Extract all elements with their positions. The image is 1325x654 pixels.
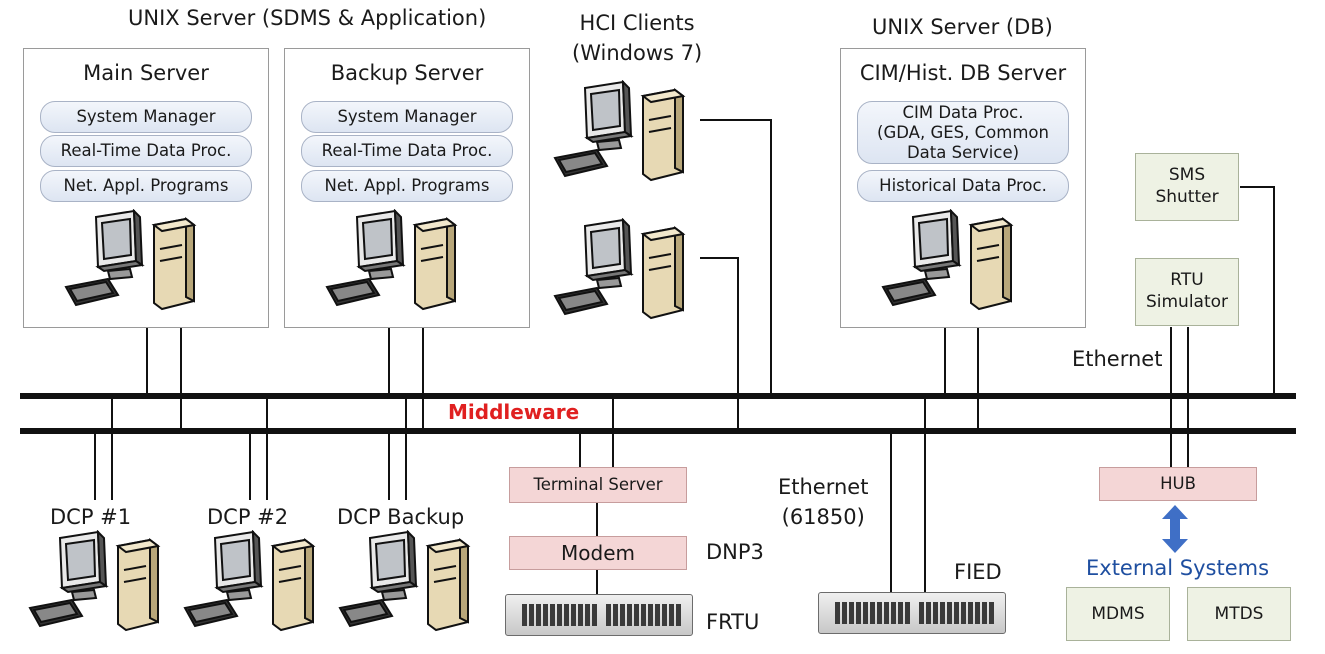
main-net-appl-programs: Net. Appl. Programs	[40, 170, 252, 202]
main-system-manager: System Manager	[40, 101, 252, 133]
ethernet-label: Ethernet	[1072, 347, 1163, 371]
rtu-simulator-box: RTU Simulator	[1135, 258, 1239, 326]
dcp-backup-label: DCP Backup	[337, 505, 465, 529]
backup-net-appl-programs: Net. Appl. Programs	[301, 170, 513, 202]
unix-db-heading: UNIX Server (DB)	[872, 15, 1053, 39]
dcp-1-label: DCP #1	[50, 505, 132, 529]
dcp-2-label: DCP #2	[207, 505, 289, 529]
main-realtime-data-proc: Real-Time Data Proc.	[40, 135, 252, 167]
main-server-box: Main Server System Manager Real-Time Dat…	[23, 48, 269, 328]
middleware-label: Middleware	[448, 400, 580, 424]
workstation-icon	[56, 208, 206, 333]
sms-shutter-box: SMS Shutter	[1135, 153, 1239, 221]
fied-label: FIED	[954, 560, 1002, 584]
backup-system-manager: System Manager	[301, 101, 513, 133]
mtds-box: MTDS	[1187, 587, 1291, 641]
dnp3-label: DNP3	[706, 540, 764, 564]
external-systems-label: External Systems	[1086, 556, 1270, 580]
backup-server-title: Backup Server	[330, 61, 484, 85]
middleware-bus-upper	[20, 393, 1296, 399]
main-server-title: Main Server	[83, 61, 209, 85]
workstation-icon	[873, 208, 1023, 333]
dcp-1-workstation-icon	[20, 529, 170, 654]
terminal-server-box: Terminal Server	[509, 467, 687, 503]
backup-realtime-data-proc: Real-Time Data Proc.	[301, 135, 513, 167]
dcp-2-workstation-icon	[175, 529, 325, 654]
double-arrow-icon	[1162, 505, 1188, 553]
hub-box: HUB	[1099, 467, 1257, 501]
modem-box: Modem	[509, 536, 687, 570]
mdms-box: MDMS	[1066, 587, 1170, 641]
hci-clients-heading: HCI Clients (Windows 7)	[572, 11, 703, 65]
historical-data-proc: Historical Data Proc.	[857, 170, 1069, 202]
ethernet-61850-label: Ethernet (61850)	[778, 475, 869, 529]
unix-app-heading: UNIX Server (SDMS & Application)	[128, 6, 487, 30]
db-server-box: CIM/Hist. DB Server CIM Data Proc. (GDA,…	[840, 48, 1086, 328]
workstation-icon	[317, 208, 467, 333]
hci-client-2-icon	[545, 217, 695, 342]
middleware-bus-lower	[20, 428, 1296, 434]
frtu-label: FRTU	[706, 610, 760, 634]
backup-server-box: Backup Server System Manager Real-Time D…	[284, 48, 530, 328]
hci-client-1-icon	[545, 79, 695, 204]
dcp-backup-workstation-icon	[330, 529, 480, 654]
fied-rack-icon	[818, 592, 1006, 634]
db-server-title: CIM/Hist. DB Server	[859, 61, 1067, 85]
cim-data-proc: CIM Data Proc. (GDA, GES, Common Data Se…	[857, 101, 1069, 164]
frtu-rack-icon	[505, 594, 693, 636]
